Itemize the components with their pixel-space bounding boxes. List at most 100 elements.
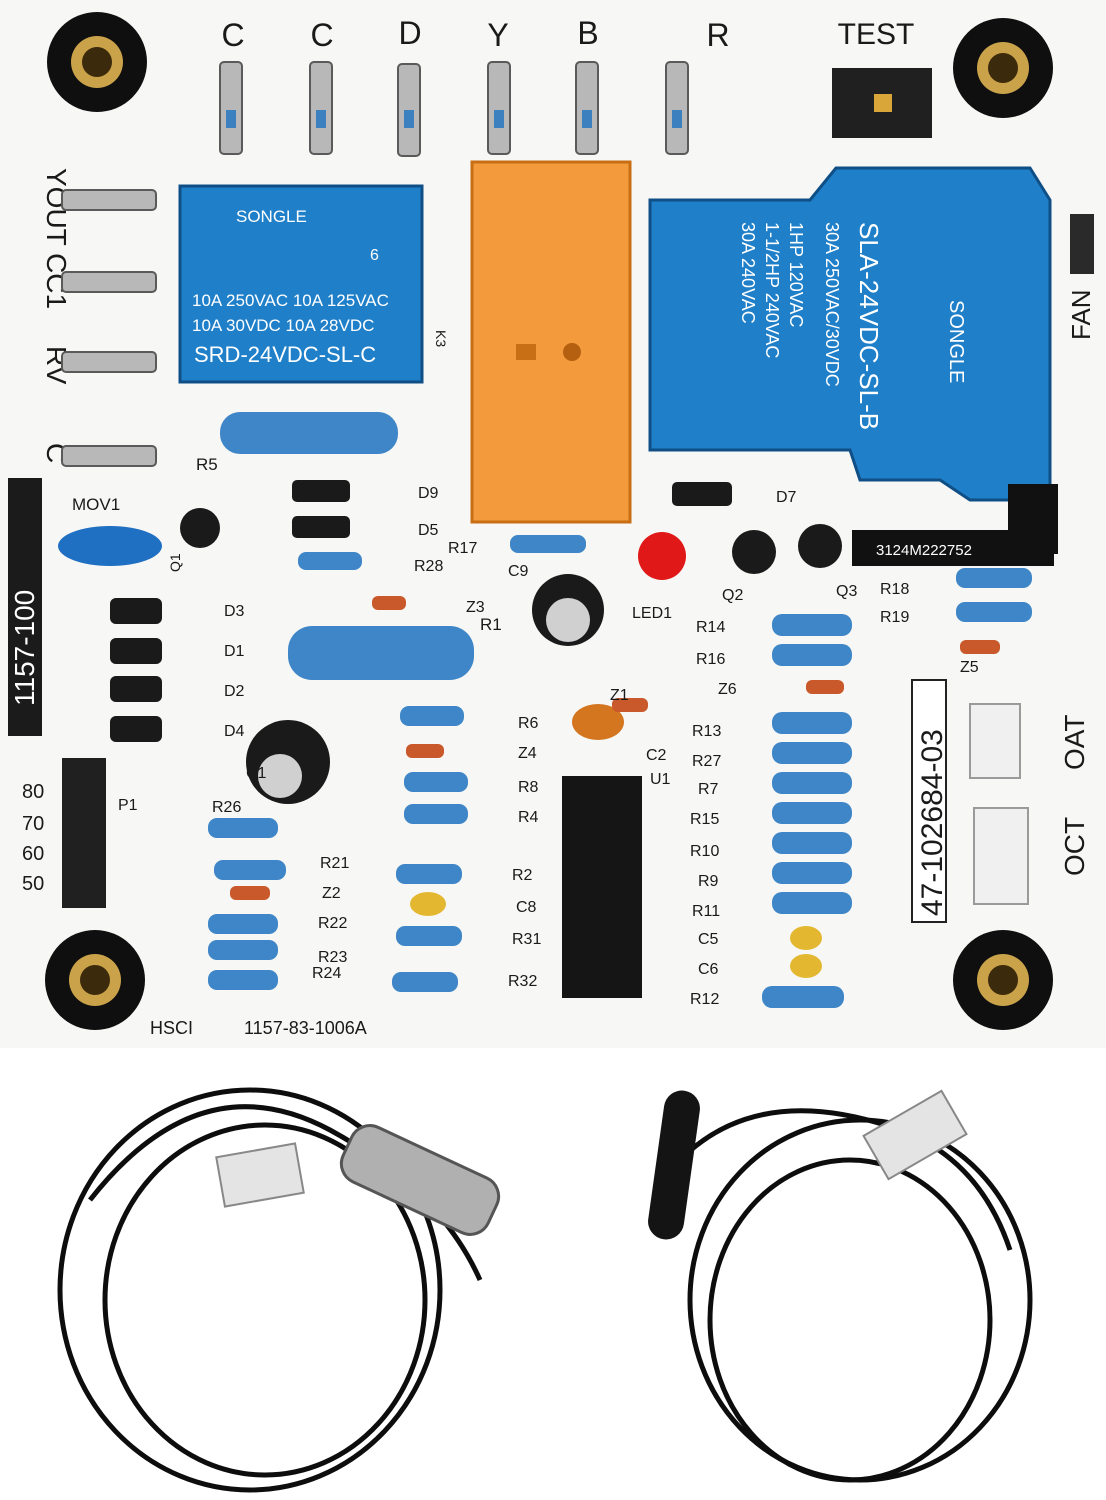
zener-z4 xyxy=(406,744,444,758)
relay-large-line-2: 1HP 120VAC xyxy=(786,222,806,327)
resistor-r2 xyxy=(396,864,462,884)
label-r31: R31 xyxy=(512,931,541,948)
label-q3: Q3 xyxy=(836,583,857,600)
label-d9: D9 xyxy=(418,485,439,502)
label-r10: R10 xyxy=(690,843,719,860)
resistor-r14 xyxy=(772,614,852,636)
resistor-r16 xyxy=(772,644,852,666)
mounting-hole-bottom-left xyxy=(45,930,145,1030)
relay-large-brand: SONGLE xyxy=(945,300,967,383)
label-r13: R13 xyxy=(692,723,721,740)
terminal-label-d: D xyxy=(398,15,421,51)
zener-z6 xyxy=(806,680,844,694)
board-maker: HSCI xyxy=(150,1018,193,1038)
transistor-q1 xyxy=(180,508,220,548)
label-r18: R18 xyxy=(880,581,909,598)
label-q1: Q1 xyxy=(167,553,183,572)
label-q2: Q2 xyxy=(722,587,743,604)
resistor-r1 xyxy=(288,626,474,680)
relay-large: SLA-24VDC-SL-B 30A 250VAC/30VDC 1HP 120V… xyxy=(648,166,1052,502)
terminal-label-c2: C xyxy=(310,17,333,53)
zener-z1 xyxy=(612,698,648,712)
label-c8: C8 xyxy=(516,899,537,916)
mounting-hole-bottom-right xyxy=(953,930,1053,1030)
label-r24: R24 xyxy=(312,965,341,982)
terminal-label-b: B xyxy=(577,15,598,51)
terminal-label-c1: C xyxy=(221,17,244,53)
label-z3: Z3 xyxy=(466,599,485,616)
board-id-left: 1157-100 xyxy=(9,590,40,706)
jumper-p1 xyxy=(62,758,106,908)
label-r1: R1 xyxy=(480,615,502,634)
resistor-r6 xyxy=(400,706,464,726)
resistor-r19 xyxy=(956,602,1032,622)
relay-small-brand: SONGLE xyxy=(236,207,307,226)
label-z5: Z5 xyxy=(960,659,979,676)
board-id-right: 47-102684-03 xyxy=(916,729,949,916)
label-r14: R14 xyxy=(696,619,725,636)
resistor-r28 xyxy=(298,552,362,570)
jumper-label-50: 50 xyxy=(22,873,44,895)
qr-code xyxy=(1008,484,1058,554)
mounting-hole-top-left xyxy=(47,12,147,112)
sensor-clip-left xyxy=(215,1124,501,1236)
label-r6: R6 xyxy=(518,715,539,732)
label-c6: C6 xyxy=(698,961,719,978)
label-r27: R27 xyxy=(692,753,721,770)
label-r19: R19 xyxy=(880,609,909,626)
label-r15: R15 xyxy=(690,811,719,828)
left-spade-terminals xyxy=(61,189,157,467)
label-z6: Z6 xyxy=(718,681,737,698)
relay-large-line-4: 30A 240VAC xyxy=(738,222,758,324)
label-d3: D3 xyxy=(224,603,245,620)
label-r4: R4 xyxy=(518,809,539,826)
resistor-r32 xyxy=(392,972,458,992)
label-mov1: MOV1 xyxy=(72,495,120,514)
transistor-q3 xyxy=(798,524,842,568)
relay-small-model: SRD-24VDC-SL-C xyxy=(194,342,376,367)
resistor-r17 xyxy=(510,535,586,553)
resistor-stack-left xyxy=(208,818,286,990)
label-d2: D2 xyxy=(224,683,245,700)
ic-u1 xyxy=(562,776,642,998)
fan-label: FAN xyxy=(1066,289,1096,340)
mounting-hole-top-right xyxy=(953,18,1053,118)
resistor-r31 xyxy=(396,926,462,946)
zener-z2 xyxy=(230,886,270,900)
relay-small-rating-1: 10A 250VAC 10A 125VAC xyxy=(192,291,389,310)
capacitor-c6 xyxy=(790,954,822,978)
label-k3: K3 xyxy=(433,330,449,347)
connector-oct-label: OCT xyxy=(1059,817,1090,876)
relay-small-mark: 6 xyxy=(370,247,379,264)
resistor-r18 xyxy=(956,568,1032,588)
diode-column-left xyxy=(110,598,162,742)
label-r17: R17 xyxy=(448,540,477,557)
label-d7: D7 xyxy=(776,489,797,506)
connector-oat-label: OAT xyxy=(1059,715,1090,770)
label-c1: C1 xyxy=(246,765,267,782)
transistor-q2 xyxy=(732,530,776,574)
test-label: TEST xyxy=(838,18,915,51)
label-z1: Z1 xyxy=(610,687,629,704)
label-r9: R9 xyxy=(698,873,719,890)
label-p1: P1 xyxy=(118,797,138,814)
left-id-stripe xyxy=(8,478,42,736)
connector-oat: OAT xyxy=(969,703,1090,779)
label-c2: C2 xyxy=(646,747,667,764)
label-d5: D5 xyxy=(418,522,439,539)
resistor-r5 xyxy=(220,412,398,454)
terminal-label-r: R xyxy=(706,17,729,53)
relay-large-model: SLA-24VDC-SL-B xyxy=(854,222,884,430)
label-d4: D4 xyxy=(224,723,245,740)
top-spade-terminals xyxy=(219,61,689,157)
label-r21: R21 xyxy=(320,855,349,872)
board-part-number: 1157-83-1006A xyxy=(244,1018,367,1038)
label-z2: Z2 xyxy=(322,885,341,902)
label-r11: R11 xyxy=(692,903,720,920)
label-r26: R26 xyxy=(212,799,241,816)
connector-oct: OCT xyxy=(973,807,1090,905)
capacitor-c5 xyxy=(790,926,822,950)
resistor-column-right xyxy=(762,712,852,1008)
zener-z3 xyxy=(372,596,406,610)
